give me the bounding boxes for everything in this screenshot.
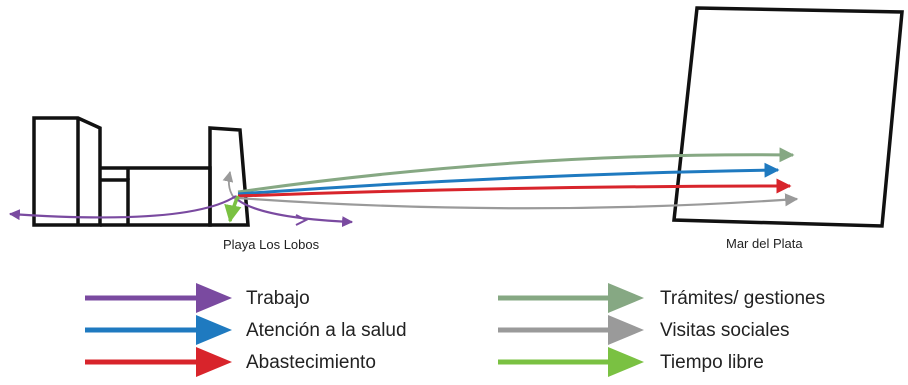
legend-label: Tiempo libre — [660, 352, 764, 373]
destination-label: Mar del Plata — [726, 236, 803, 251]
flow-trabajo-east-tick — [295, 214, 309, 226]
building-tower-right — [208, 126, 250, 227]
legend-item-tiempo-libre: Tiempo libre — [498, 347, 764, 377]
legend-label: Trámites/ gestiones — [660, 288, 825, 309]
legend-item-trabajo: Trabajo — [85, 283, 310, 313]
legend-arrowhead-icon — [196, 283, 232, 313]
legend-label: Visitas sociales — [660, 320, 790, 341]
flow-trabajo-east — [237, 199, 354, 228]
legend-item-tramites-gestiones: Trámites/ gestiones — [498, 283, 825, 313]
legend-arrowhead-icon — [196, 347, 232, 377]
legend-arrowhead-icon — [196, 315, 232, 345]
flow-visitas-sociales — [237, 193, 799, 210]
legend-label: Abastecimiento — [246, 352, 376, 373]
legend-item-visitas-sociales: Visitas sociales — [498, 315, 790, 345]
legend-arrowhead-icon — [608, 283, 644, 313]
legend-item-atencion-a-la-salud: Atención a la salud — [85, 315, 407, 345]
flow-arrows — [8, 147, 799, 228]
flow-tramites-gestiones — [237, 147, 795, 194]
legend-label: Atención a la salud — [246, 320, 407, 341]
flow-tiempo-libre-local — [224, 195, 242, 223]
origin-label: Playa Los Lobos — [223, 237, 320, 252]
legend-arrowhead-icon — [608, 347, 644, 377]
flow-trabajo-west — [8, 195, 237, 221]
legend-arrowhead-icon — [608, 315, 644, 345]
legend-item-abastecimiento: Abastecimiento — [85, 347, 376, 377]
flow-abastecimiento — [237, 178, 792, 198]
mar-del-plata-block — [672, 6, 904, 228]
building-tall-left — [32, 116, 102, 227]
legend-label: Trabajo — [246, 288, 310, 309]
playa-los-lobos-buildings — [32, 116, 250, 227]
flow-atencion-salud — [237, 162, 780, 196]
